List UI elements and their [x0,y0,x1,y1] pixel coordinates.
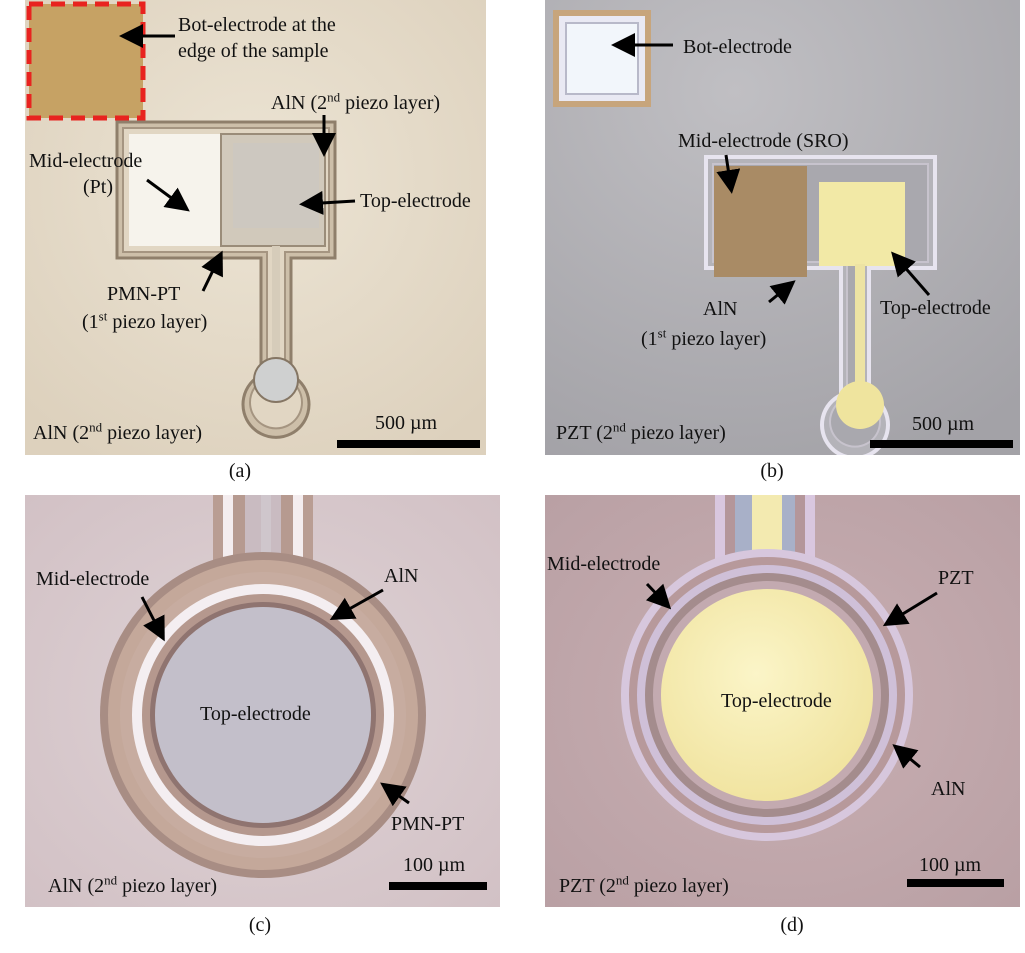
label-panel-d-material: PZT (2nd piezo layer) [559,872,729,897]
panel-b: Bot-electrode Mid-electrode (SRO) AlN (1… [545,0,1020,455]
scale-bar-b [870,440,1013,448]
top-electrode-disk [661,589,873,801]
label-top-electrode: Top-electrode [360,190,471,212]
label-top-electrode: Top-electrode [880,297,991,319]
label-pzt: PZT [938,567,974,589]
label-mid-electrode-pt: (Pt) [83,176,113,198]
label-1st-piezo: (1st piezo layer) [82,308,208,333]
scale-label-a: 500 µm [375,412,438,434]
mid-electrode-pt [129,134,221,246]
label-mid-electrode-sro: Mid-electrode (SRO) [678,130,849,152]
label-aln: AlN [384,565,419,587]
caption-c: (c) [248,914,272,936]
label-aln-2nd: AlN (2nd piezo layer) [271,89,441,114]
highlight-frame [26,1,146,121]
caption-b: (b) [760,460,784,482]
label-mid-electrode: Mid-electrode [29,150,143,172]
label-bot-electrode-2: edge of the sample [178,40,329,62]
label-mid-electrode: Mid-electrode [36,568,150,590]
label-bot-electrode: Bot-electrode [683,36,792,58]
panel-d-micrograph [545,495,1020,907]
bot-electrode-pad [29,4,143,118]
label-bot-electrode: Bot-electrode at the [178,14,336,36]
mid-electrode-sro [714,166,807,277]
label-pmn-pt: PMN-PT [391,813,465,835]
label-aln: AlN [931,778,966,800]
scale-bar-a [337,440,480,448]
top-electrode-disk [836,381,884,429]
label-top-electrode: Top-electrode [200,703,311,725]
label-top-electrode: Top-electrode [721,690,832,712]
label-aln: AlN [703,298,738,320]
scale-label-b: 500 µm [912,413,975,435]
bot-electrode [565,22,639,95]
caption-a: (a) [228,460,252,482]
panel-c-micrograph [25,495,500,907]
top-electrode [819,182,905,266]
panel-c: Mid-electrode AlN Top-electrode PMN-PT A… [25,495,500,907]
label-mid-electrode: Mid-electrode [547,553,661,575]
scale-bar-d [907,879,1004,887]
panel-a: Bot-electrode at the edge of the sample … [25,0,486,455]
scale-bar-c [389,882,487,890]
panel-b-micrograph [545,0,1020,455]
scale-label-d: 100 µm [919,854,982,876]
label-panel-b-material: PZT (2nd piezo layer) [556,419,726,444]
top-electrode [233,143,319,228]
panel-a-micrograph [25,0,486,455]
label-pmn-pt: PMN-PT [107,283,181,305]
top-electrode-disk [155,607,371,823]
panel-d: Mid-electrode PZT Top-electrode AlN PZT … [545,495,1020,907]
scale-label-c: 100 µm [403,854,466,876]
top-electrode-disk [253,357,299,403]
label-panel-c-material: AlN (2nd piezo layer) [48,872,218,897]
label-panel-a-material: AlN (2nd piezo layer) [33,419,203,444]
label-1st-piezo: (1st piezo layer) [641,325,767,350]
caption-d: (d) [780,914,804,936]
